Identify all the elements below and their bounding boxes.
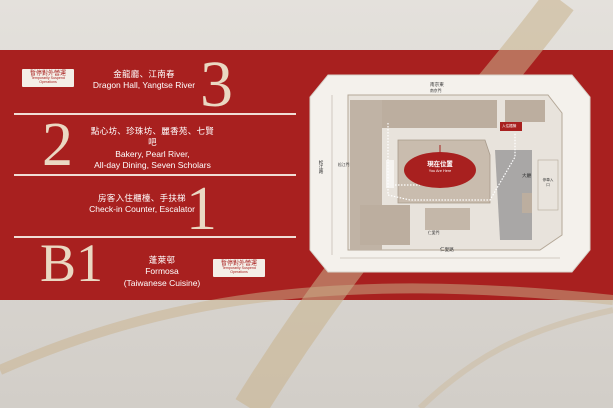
badge-en: Temporarily Suspend Operations <box>31 76 65 85</box>
floor-3-digit: 3 <box>200 48 233 121</box>
badge-en: Temporarily Suspend Operations <box>222 266 256 275</box>
floor-2-en-2: All-day Dining, Seven Scholars <box>94 160 211 171</box>
you-are-here-zh: 現在位置 <box>427 161 453 168</box>
badge-zh: 暫停對外營運 <box>29 71 66 77</box>
badge-zh: 暫停對外營運 <box>220 261 257 267</box>
floor-b1-en-1: Formosa <box>145 266 179 277</box>
floor-1-en: Check-in Counter, Escalator <box>89 204 195 215</box>
floor-plan-graphic <box>309 74 591 273</box>
floor-3-text: 金龍廳、江南春 Dragon Hall, Yangtse River <box>84 69 204 92</box>
you-are-here-marker: 現在位置 You Are Here <box>404 161 476 173</box>
divider-line <box>14 174 296 176</box>
floor-2-digit: 2 <box>42 111 73 179</box>
floor-b1-en-2: (Taiwanese Cuisine) <box>123 277 201 288</box>
suspended-badge: 暫停對外營運 Temporarily Suspend Operations <box>213 259 265 277</box>
floor-3-en: Dragon Hall, Yangtse River <box>92 80 196 91</box>
map-label-right-hall: 大廳 <box>522 173 532 178</box>
floor-plan-map: 南京東 南京門 松江路 松江門 仁愛門 仁愛路 大廳 停車入口 入住櫃檯 現在位… <box>300 65 600 282</box>
suspended-badge: 暫停對外營運 Temporarily Suspend Operations <box>22 69 74 87</box>
floor-2-zh: 點心坊、珍珠坊、麗香苑、七賢吧 <box>90 126 215 148</box>
map-label-red-tag: 入住櫃檯 <box>502 124 517 128</box>
divider-line <box>14 113 296 115</box>
you-are-here-en: You Are Here <box>428 168 452 173</box>
floor-3-zh: 金龍廳、江南春 <box>113 69 175 79</box>
floor-b1-text: 蓬萊邨 Formosa (Taiwanese Cuisine) <box>112 255 212 289</box>
floor-1-zh: 房客入住櫃檯、手扶梯 <box>97 193 186 203</box>
floor-1-digit: 1 <box>186 175 217 243</box>
floor-2-text: 點心坊、珍珠坊、麗香苑、七賢吧 Bakery, Pearl River, All… <box>90 126 215 172</box>
floor-1-text: 房客入住櫃檯、手扶梯 Check-in Counter, Escalator <box>82 193 202 216</box>
map-label-left-gate: 松江門 <box>338 163 350 167</box>
map-label-top-street: 南京東 <box>430 82 444 87</box>
map-label-top-gate: 南京門 <box>430 89 442 93</box>
map-label-bottom-gate: 仁愛門 <box>428 231 440 235</box>
floor-b1-zh: 蓬萊邨 <box>148 255 176 265</box>
floor-2-en-1: Bakery, Pearl River, <box>115 148 190 159</box>
map-label-bottom-street: 仁愛路 <box>440 247 454 252</box>
floor-b1-digit: B1 <box>40 233 104 293</box>
map-label-left-street: 松江路 <box>319 160 324 174</box>
map-label-right-entrance: 停車入口 <box>542 178 554 187</box>
divider-line <box>14 236 296 238</box>
